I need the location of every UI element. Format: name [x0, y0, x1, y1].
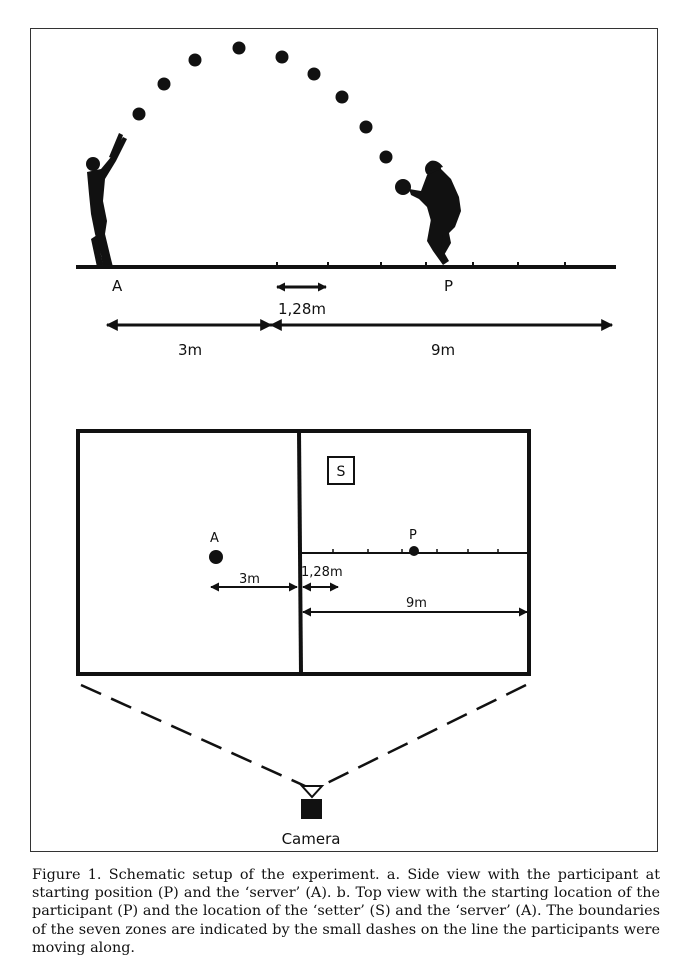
participant-dot — [409, 546, 419, 556]
server-silhouette — [86, 133, 127, 267]
side-view: A P 1,28m 3m 9m — [76, 41, 616, 359]
participant-silhouette — [395, 160, 461, 265]
figure-frame: A P 1,28m 3m 9m S A — [30, 28, 658, 852]
side-label-participant: P — [444, 277, 453, 295]
schematic-diagram: A P 1,28m 3m 9m S A — [76, 41, 616, 848]
setter-box — [327, 456, 355, 485]
top-view: S A P 3m 1,28m 9m — [76, 429, 531, 848]
figure-caption: Figure 1. Schematic setup of the experim… — [32, 867, 660, 956]
top-zone-dim: 1,28m — [301, 565, 343, 580]
side-zone-dim: 1,28m — [278, 300, 326, 318]
top-label-server: A — [210, 531, 219, 546]
side-label-server: A — [112, 277, 123, 295]
camera-view-left — [80, 683, 306, 788]
server-dot — [209, 550, 223, 564]
camera-icon — [299, 785, 325, 819]
ball-trajectory — [132, 41, 393, 164]
court-floor-line — [76, 262, 616, 269]
top-label-participant: P — [409, 528, 417, 543]
side-right-dim: 9m — [431, 341, 455, 359]
camera-view-right — [320, 683, 527, 788]
top-left-dim: 3m — [239, 572, 260, 587]
court-net-line — [297, 430, 303, 675]
side-left-dim: 3m — [178, 341, 202, 359]
top-label-setter: S — [337, 464, 346, 480]
top-right-dim: 9m — [406, 596, 427, 611]
camera-label: Camera — [282, 830, 341, 848]
